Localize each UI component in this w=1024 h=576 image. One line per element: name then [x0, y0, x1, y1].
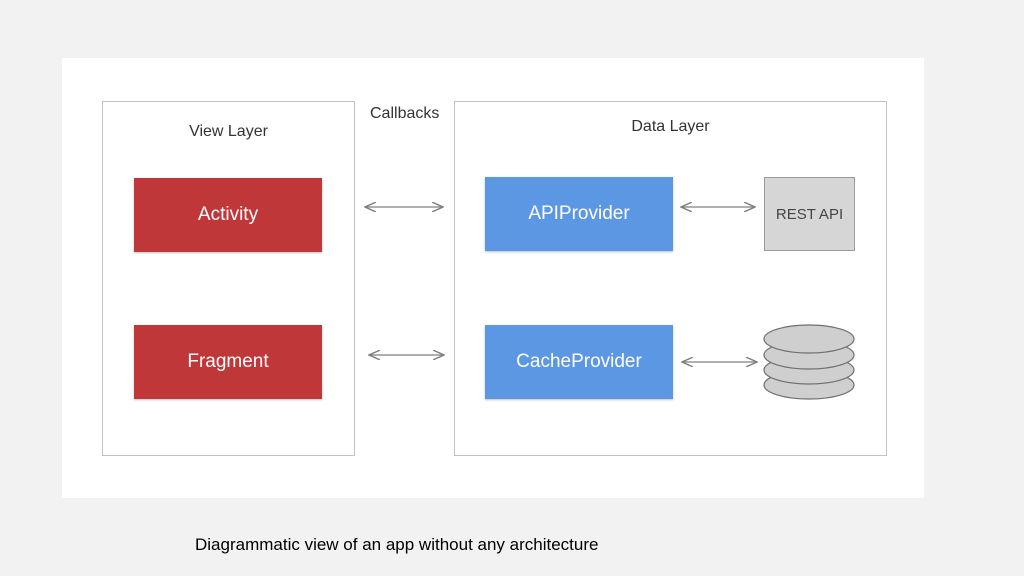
fragment-label: Fragment — [187, 351, 269, 372]
view-layer-title: View Layer — [189, 123, 268, 140]
data-layer-panel: Data Layer APIProvider CacheProvider RES… — [454, 101, 887, 456]
rest-api-box: REST API — [764, 177, 855, 251]
activity-label: Activity — [197, 204, 259, 225]
view-layer-panel: View Layer Activity Fragment — [102, 101, 355, 456]
data-layer-title: Data Layer — [631, 118, 710, 135]
figure-caption: Diagrammatic view of an app without any … — [195, 535, 599, 554]
fragment-box: Fragment — [134, 325, 322, 399]
api-provider-label: APIProvider — [528, 203, 630, 224]
diagram-canvas: View Layer Activity Fragment Callbacks D… — [62, 58, 924, 498]
activity-box: Activity — [134, 178, 322, 252]
cache-provider-label: CacheProvider — [516, 351, 642, 372]
cache-provider-box: CacheProvider — [485, 325, 673, 399]
callbacks-label: Callbacks — [370, 105, 440, 122]
api-provider-box: APIProvider — [485, 177, 673, 251]
connectors-layer — [62, 58, 855, 400]
database-icon — [763, 324, 855, 400]
rest-api-label: REST API — [775, 205, 844, 223]
